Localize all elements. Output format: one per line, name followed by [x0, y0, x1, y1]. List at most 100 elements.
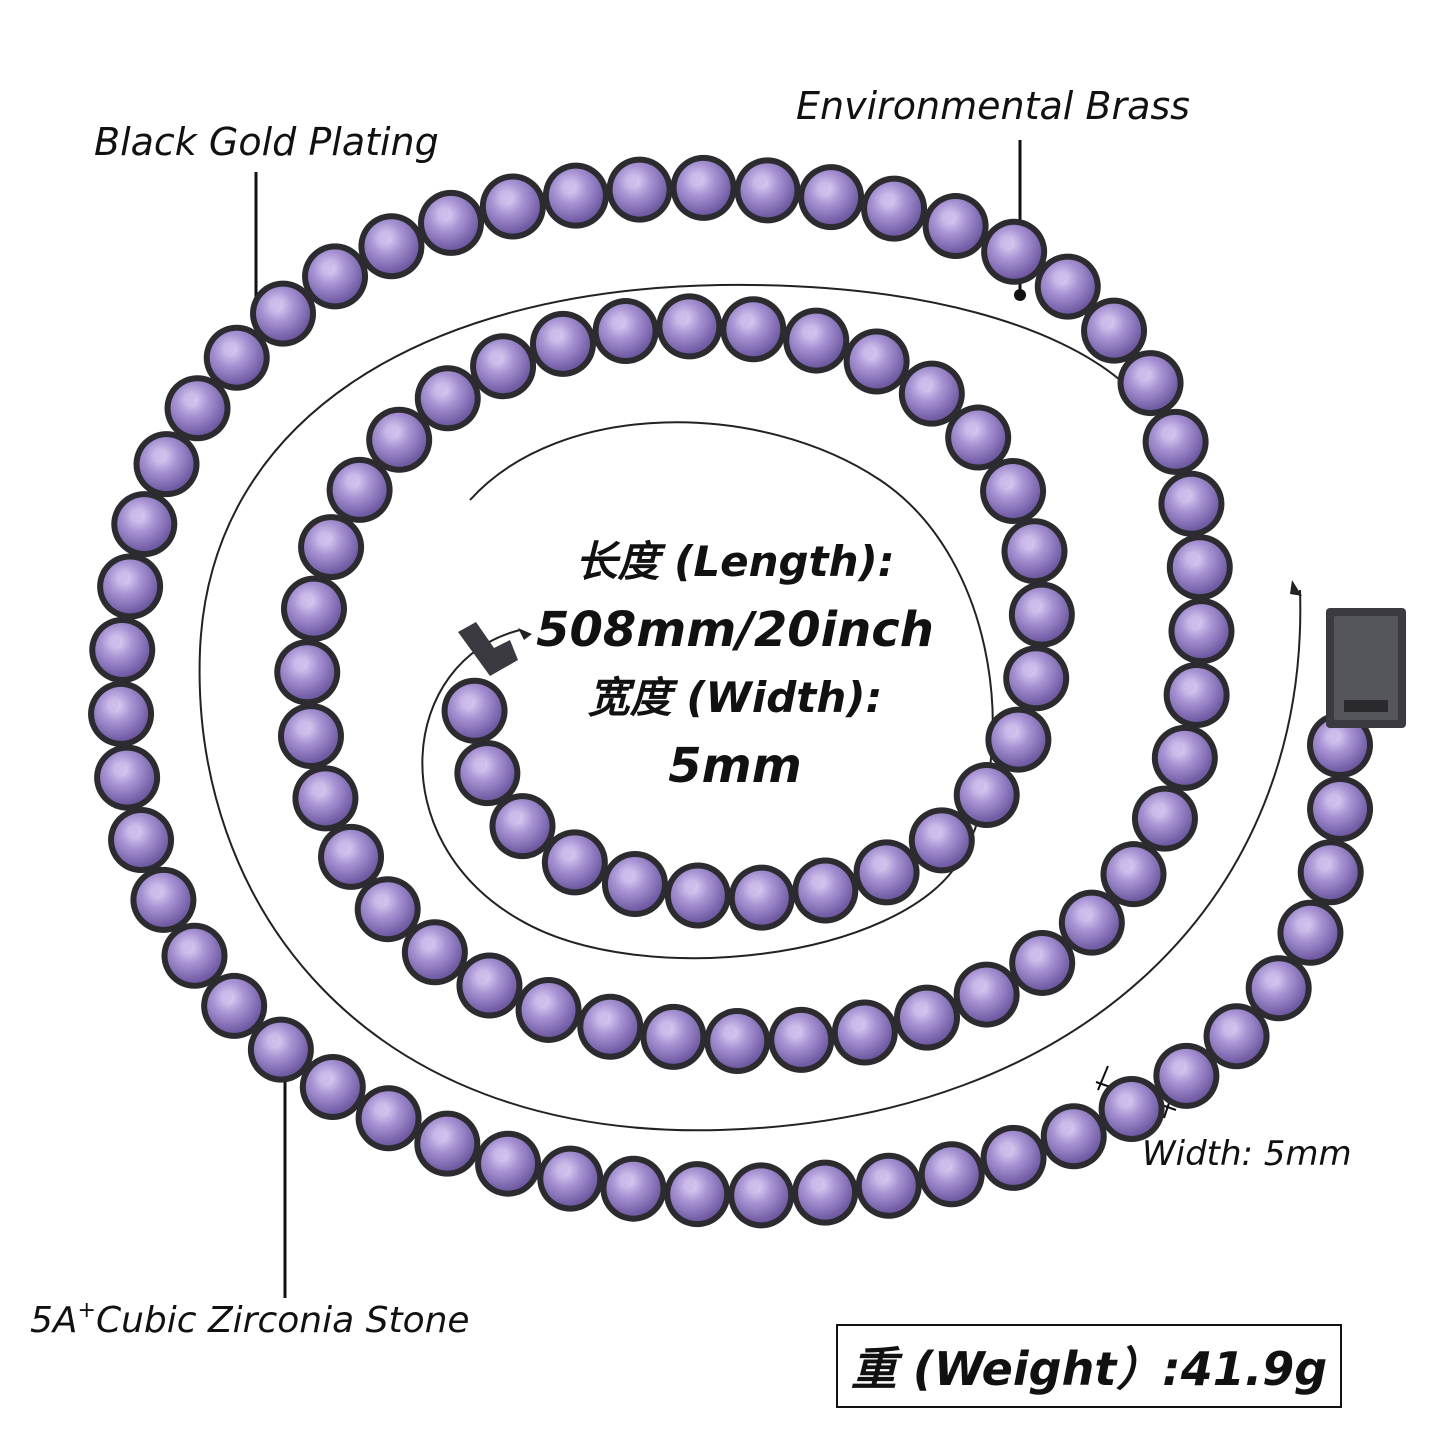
stone-highlight: [917, 378, 930, 391]
stone-highlight: [874, 1170, 887, 1183]
black-gold-plating-label: Black Gold Plating: [94, 120, 439, 164]
purple-zirconia-stone: [606, 1161, 661, 1216]
purple-zirconia-stone: [476, 339, 531, 394]
purple-zirconia-stone: [1313, 781, 1368, 836]
purple-zirconia-stone: [423, 195, 478, 250]
purple-zirconia-stone: [298, 771, 353, 826]
stone-highlight: [1222, 1021, 1235, 1034]
stone-highlight: [127, 825, 140, 838]
purple-zirconia-stone: [837, 1005, 892, 1060]
purple-zirconia-stone: [95, 622, 150, 677]
stone-highlight: [299, 593, 312, 606]
stone-highlight: [850, 1017, 863, 1030]
cubic-zirconia-label: 5A+Cubic Zirconia Stone: [30, 1298, 470, 1341]
stone-highlight: [556, 1163, 569, 1176]
stone-highlight: [420, 937, 433, 950]
spec-block: 长度 (Length): 508mm/20inch 宽度 (Width): 5m…: [520, 528, 950, 800]
width-callout-label: Width: 5mm: [1142, 1134, 1352, 1174]
guide-arc-outer: [198, 283, 1302, 1132]
purple-zirconia-stone: [286, 581, 341, 636]
stone-highlight: [817, 182, 830, 195]
stone-highlight: [1028, 947, 1041, 960]
purple-zirconia-stone: [951, 410, 1006, 465]
stone-highlight: [293, 657, 306, 670]
stone-highlight: [108, 634, 121, 647]
stone-highlight: [1316, 857, 1329, 870]
stone-highlight: [964, 422, 977, 435]
purple-zirconia-stone: [928, 199, 983, 254]
purple-zirconia-stone: [1164, 476, 1219, 531]
stone-highlight: [1059, 1121, 1072, 1134]
stone-highlight: [460, 695, 473, 708]
stone-highlight: [872, 857, 885, 870]
purple-zirconia-stone: [100, 750, 155, 805]
purple-zirconia-stone: [1157, 730, 1212, 785]
purple-zirconia-stone: [959, 967, 1014, 1022]
stone-highlight: [747, 1180, 760, 1193]
purple-zirconia-stone: [420, 371, 475, 426]
stone-highlight: [1100, 315, 1113, 328]
stone-highlight: [972, 979, 985, 992]
purple-zirconia-stone: [598, 304, 653, 359]
stone-highlight: [675, 311, 688, 324]
purple-zirconia-stone: [1313, 718, 1367, 772]
weight-badge: 重 (Weight）:41.9g: [836, 1324, 1342, 1408]
stone-highlight: [1119, 859, 1132, 872]
stone-highlight: [113, 762, 126, 775]
stone-highlight: [337, 841, 350, 854]
stone-highlight: [999, 1142, 1012, 1155]
purple-zirconia-stone: [670, 1167, 725, 1222]
purple-zirconia-stone: [914, 813, 969, 868]
purple-zirconia-stone: [332, 462, 387, 517]
stone-highlight: [862, 346, 875, 359]
stone-highlight: [373, 894, 386, 907]
purple-zirconia-stone: [481, 1136, 536, 1191]
stone-highlight: [345, 474, 358, 487]
stone-highlight: [1172, 1060, 1185, 1073]
purple-zirconia-stone: [849, 334, 904, 389]
stone-highlight: [116, 571, 129, 584]
purple-zirconia-stone: [1169, 667, 1224, 722]
stone-highlight: [1027, 599, 1040, 612]
purple-zirconia-stone: [447, 683, 502, 738]
stone-highlight: [999, 476, 1012, 489]
stone-highlight: [619, 1173, 632, 1186]
purple-zirconia-stone: [361, 1091, 416, 1146]
stone-highlight: [473, 758, 486, 771]
purple-zirconia-stone: [1159, 1048, 1214, 1103]
purple-zirconia-stone: [607, 857, 662, 912]
stone-highlight: [318, 1071, 331, 1084]
stone-highlight: [927, 825, 940, 838]
stone-highlight: [1326, 793, 1339, 806]
stone-highlight: [1182, 679, 1195, 692]
purple-zirconia-stone: [740, 163, 795, 218]
purple-zirconia-stone: [734, 1168, 789, 1223]
purple-zirconia-stone: [959, 768, 1014, 823]
purple-zirconia-stone: [904, 366, 959, 421]
stone-highlight: [107, 698, 120, 711]
stone-highlight: [972, 780, 985, 793]
purple-zirconia-stone: [1040, 259, 1095, 314]
purple-zirconia-stone: [420, 1116, 475, 1171]
purple-zirconia-stone: [521, 982, 576, 1037]
stone-highlight: [811, 875, 824, 888]
purple-zirconia-stone: [646, 1009, 701, 1064]
purple-zirconia-stone: [774, 1012, 829, 1067]
direction-arrow-icon: [1290, 580, 1302, 596]
hook-clasp-icon: [458, 622, 518, 676]
purple-zirconia-stone: [1209, 1009, 1264, 1064]
stone-highlight: [498, 191, 511, 204]
stone-highlight: [683, 1179, 696, 1192]
purple-zirconia-stone: [1087, 303, 1142, 358]
stone-highlight: [317, 532, 330, 545]
stone-highlight: [1117, 1093, 1130, 1106]
length-value: 508mm/20inch: [536, 602, 934, 658]
purple-zirconia-stone: [207, 978, 262, 1033]
stone-highlight: [433, 383, 446, 396]
purple-zirconia-stone: [548, 168, 603, 223]
purple-zirconia-stone: [94, 686, 149, 741]
purple-zirconia-stone: [924, 1147, 979, 1202]
purple-zirconia-stone: [804, 170, 859, 225]
purple-zirconia-stone: [1123, 356, 1178, 411]
